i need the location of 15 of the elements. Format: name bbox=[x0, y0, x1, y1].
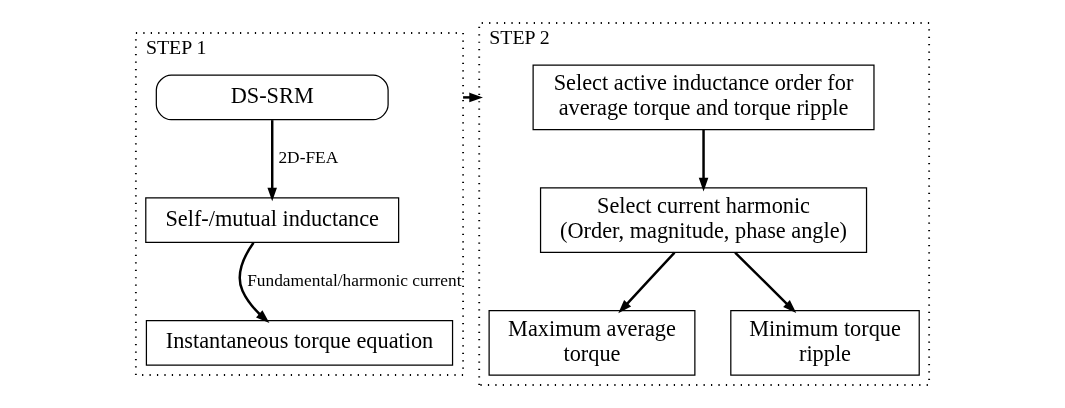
node-box: Self-/mutual inductance bbox=[145, 197, 400, 244]
edge-label: 2D-FEA bbox=[278, 148, 338, 168]
node-box: Select current harmonic (Order, magnitude, phase angle) bbox=[539, 187, 868, 253]
node-box: Select active inductance order for average torque and torque ripple bbox=[532, 64, 875, 131]
arrow bbox=[238, 242, 270, 323]
node-box: Instantaneous torque equation bbox=[145, 319, 454, 366]
node-box: Maximum average torque bbox=[488, 309, 696, 376]
node-box: DS-SRM bbox=[155, 74, 389, 121]
arrow bbox=[698, 129, 709, 192]
node-box: Minimum torque ripple bbox=[730, 309, 920, 376]
arrow bbox=[463, 92, 483, 103]
arrow bbox=[734, 251, 797, 314]
edge-label: Fundamental/harmonic current bbox=[247, 271, 462, 291]
arrow bbox=[267, 120, 277, 202]
arrow bbox=[618, 251, 676, 314]
